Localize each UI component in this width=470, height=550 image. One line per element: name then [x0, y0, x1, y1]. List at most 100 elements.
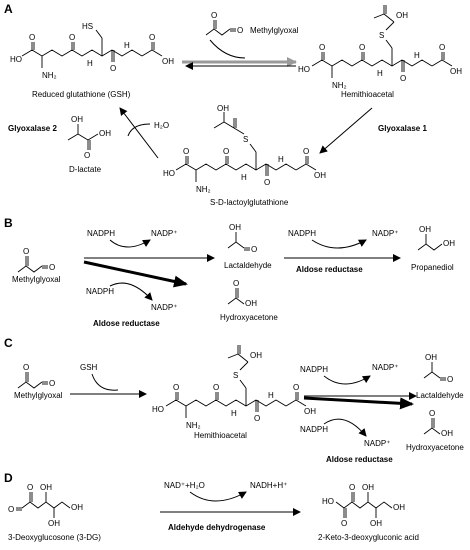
atom-nh: H: [87, 59, 93, 68]
mg-curved-arrow: [209, 39, 246, 59]
glyoxalase1-arrow: [319, 107, 373, 154]
atom-nh: H: [278, 155, 284, 164]
atom-nh: H: [231, 409, 237, 418]
atom-oh: OH: [250, 351, 262, 360]
atom-o: O: [254, 414, 260, 423]
nadph-b-top-curve: [109, 239, 151, 248]
aldose-reductase-b2: Aldose reductase: [296, 265, 363, 274]
3dg-label: 3-Deoxyglucosone (3-DG): [8, 533, 101, 542]
hydroxyacetone-b-structure: O OH: [227, 279, 257, 308]
atom-oh: OH: [48, 519, 60, 528]
methylglyoxal-b-structure: O O: [17, 247, 55, 273]
nadph-c-top: NADPH: [300, 365, 328, 374]
propanediol-structure: OH OH: [417, 225, 455, 251]
lactoyl-label: S-D-lactoylglutathione: [210, 198, 289, 207]
nadph-c-bottom-curve: [323, 418, 367, 437]
atom-oh: OH: [99, 129, 111, 138]
3dg-structure: O O OH OH OH: [8, 483, 83, 528]
d-lactate-label: D-lactate: [69, 165, 102, 174]
aldehyde-dehydrogenase-label: Aldehyde dehydrogenase: [168, 523, 266, 532]
nadph-b-right-curve: [311, 239, 367, 249]
water-curved-arrow: [127, 123, 151, 137]
atom-o: O: [400, 74, 406, 83]
hemithioacetal-c-label: Hemithioacetal: [194, 431, 247, 440]
methylglyoxal-a-structure: O O: [205, 11, 243, 36]
atom-hs: HS: [82, 22, 93, 31]
nadph-b-bottom-curve: [109, 282, 153, 301]
to-hydroxyacetone-arrow: [83, 260, 188, 288]
to-hydroxyacetone-c-arrow: [303, 396, 414, 410]
atom-nh2: NH₂: [186, 421, 201, 430]
aldose-reductase-c: Aldose reductase: [326, 455, 393, 464]
nadph-b-top: NADPH: [87, 229, 115, 238]
hydroxyacetone-c-label: Hydroxyacetone: [406, 443, 464, 452]
methylglyoxal-b-label: Methylglyoxal: [12, 275, 61, 284]
atom-nh: H: [268, 391, 274, 400]
nadp-b-top: NADP⁺: [151, 229, 177, 238]
atom-o: O: [233, 279, 239, 288]
atom-o: O: [183, 147, 189, 156]
atom-nh: H: [414, 51, 420, 60]
atom-oh: OH: [217, 104, 229, 113]
atom-o: O: [264, 178, 270, 187]
hydroxyacetone-b-label: Hydroxyacetone: [220, 313, 278, 322]
gsh-c-curve: [91, 373, 119, 391]
lactaldehyde-c-structure: OH O: [423, 353, 453, 384]
atom-oh: OH: [71, 503, 83, 512]
atom-nh2: NH₂: [196, 185, 211, 194]
aldose-reductase-b1: Aldose reductase: [93, 319, 160, 328]
atom-nh: H: [377, 69, 383, 78]
atom-s: S: [243, 135, 248, 144]
atom-nh2: NH₂: [42, 71, 57, 80]
atom-oh: OH: [362, 483, 374, 492]
panel-d-label: D: [4, 471, 13, 485]
atom-o: O: [359, 43, 365, 52]
atom-o: O: [8, 505, 14, 514]
atom-oh: OH: [396, 11, 408, 20]
gsh-c-label: GSH: [80, 363, 98, 372]
hemithioacetal-a-label: Hemithioacetal: [341, 90, 394, 99]
atom-s: S: [379, 31, 384, 40]
atom-o: O: [447, 375, 453, 384]
kdg-label: 2-Keto-3-deoxygluconic acid: [318, 533, 419, 542]
panel-c-label: C: [4, 336, 13, 350]
nadph-b-right: NADPH: [288, 229, 316, 238]
atom-nh: H: [241, 173, 247, 182]
atom-ho: HO: [298, 65, 310, 74]
atom-o: O: [23, 363, 29, 372]
atom-o: O: [110, 64, 116, 73]
atom-ho: HO: [152, 405, 164, 414]
lactoyl-structure: O HO NH₂ O H S OH O H O OH: [163, 104, 326, 194]
glyoxalase2-arrow: [119, 107, 159, 159]
nadp-b-bottom: NADP⁺: [151, 303, 177, 312]
atom-oh: OH: [229, 223, 241, 232]
atom-o: O: [303, 147, 309, 156]
atom-o: O: [341, 519, 347, 528]
atom-o: O: [69, 33, 75, 42]
nadph-b-bottom: NADPH: [86, 287, 114, 296]
atom-o: O: [237, 26, 243, 35]
atom-o: O: [293, 383, 299, 392]
atom-oh: OH: [419, 225, 431, 234]
gsh-structure: O HO NH₂ O H HS O H O OH: [10, 22, 174, 80]
methylglyoxal-c-structure: O O: [17, 363, 55, 389]
atom-o: O: [211, 11, 217, 20]
panel-a-label: A: [4, 2, 13, 16]
atom-oh: OH: [304, 407, 316, 416]
nadp-c-bottom: NADP⁺: [364, 439, 390, 448]
atom-oh: OH: [40, 483, 52, 492]
atom-oh: OH: [162, 57, 174, 66]
kdg-structure: O HO O OH OH OH: [322, 483, 405, 528]
atom-oh: OH: [314, 171, 326, 180]
atom-o: O: [23, 247, 29, 256]
atom-oh: OH: [441, 429, 453, 438]
atom-o: O: [173, 383, 179, 392]
panel-b-label: B: [4, 216, 13, 230]
atom-o: O: [49, 263, 55, 272]
atom-o: O: [213, 383, 219, 392]
propanediol-label: Propanediol: [411, 263, 454, 272]
nad-curved-arrow: [189, 491, 247, 502]
nadp-b-right: NADP⁺: [372, 229, 398, 238]
glyoxalase1-label: Glyoxalase 1: [378, 124, 427, 133]
